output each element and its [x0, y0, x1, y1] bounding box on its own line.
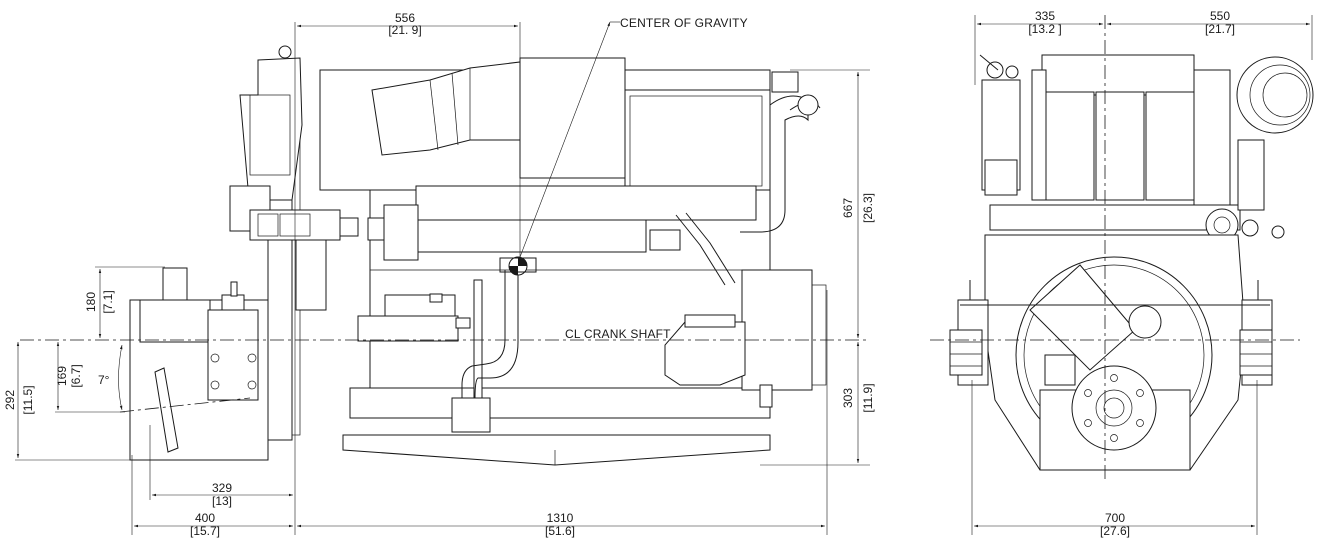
dim-335-mm: 335	[1035, 9, 1055, 23]
alternator	[1236, 56, 1314, 134]
dim-335-in: [13.2 ]	[1028, 22, 1061, 36]
dim-329-in: [13]	[212, 494, 232, 508]
dim-400-mm: 400	[195, 511, 215, 525]
output-flange	[1071, 365, 1157, 451]
gearbox-lever	[154, 367, 179, 453]
cl-crank-shaft-label: CL CRANK SHAFT	[565, 327, 671, 341]
water-pump	[664, 321, 746, 386]
center-of-gravity-marker	[499, 256, 537, 276]
dim-556-in: [21. 9]	[388, 23, 421, 37]
center-of-gravity-label: CENTER OF GRAVITY	[620, 16, 748, 30]
dim-303-mm: 303	[841, 388, 855, 408]
dim-169-mm: 169	[55, 366, 69, 386]
dim-180-mm: 180	[84, 292, 98, 312]
dim-1310-in: [51.6]	[545, 524, 575, 538]
dim-292-in: [11.5]	[21, 385, 35, 414]
dim-667-mm: 667	[841, 198, 855, 218]
dim-556-mm: 556	[395, 11, 415, 25]
turbocharger	[239, 57, 303, 201]
dim-303-in: [11.9]	[861, 383, 875, 412]
dim-180-in: [7.1]	[101, 290, 115, 313]
valve-cover	[1041, 54, 1195, 96]
dim-angle: 7°	[98, 373, 110, 387]
exhaust-manifold	[415, 185, 757, 221]
dim-1310-mm: 1310	[547, 511, 574, 525]
dim-550-mm: 550	[1210, 9, 1230, 23]
dim-169-in: [6.7]	[69, 364, 83, 387]
oil-pan	[342, 434, 771, 466]
air-cleaner-3	[1145, 91, 1195, 201]
dim-667-in: [26.3]	[861, 193, 875, 223]
crankcase	[349, 387, 771, 419]
dim-329-mm: 329	[212, 481, 232, 495]
front-view	[930, 15, 1314, 535]
cog-leader-line	[519, 21, 611, 258]
coolant-pipe	[740, 95, 809, 233]
side-view	[15, 21, 870, 535]
pipe-elbow	[797, 94, 819, 116]
dim-550-in: [21.7]	[1205, 22, 1235, 36]
intake-manifold	[415, 219, 647, 253]
air-filter-housing	[519, 57, 626, 179]
aftercooler	[624, 89, 771, 191]
dim-arc-angle	[118, 344, 123, 411]
air-cleaner-1	[1045, 91, 1095, 201]
dim-400-in: [15.7]	[190, 524, 220, 538]
dim-292-mm: 292	[3, 390, 17, 410]
gearbox-cover	[207, 309, 259, 401]
dipstick-tube	[461, 270, 506, 400]
air-cleaner-2	[1095, 91, 1145, 201]
dim-700-mm: 700	[1105, 511, 1125, 525]
heat-exchanger	[741, 269, 813, 391]
dim-700-in: [27.6]	[1100, 524, 1130, 538]
